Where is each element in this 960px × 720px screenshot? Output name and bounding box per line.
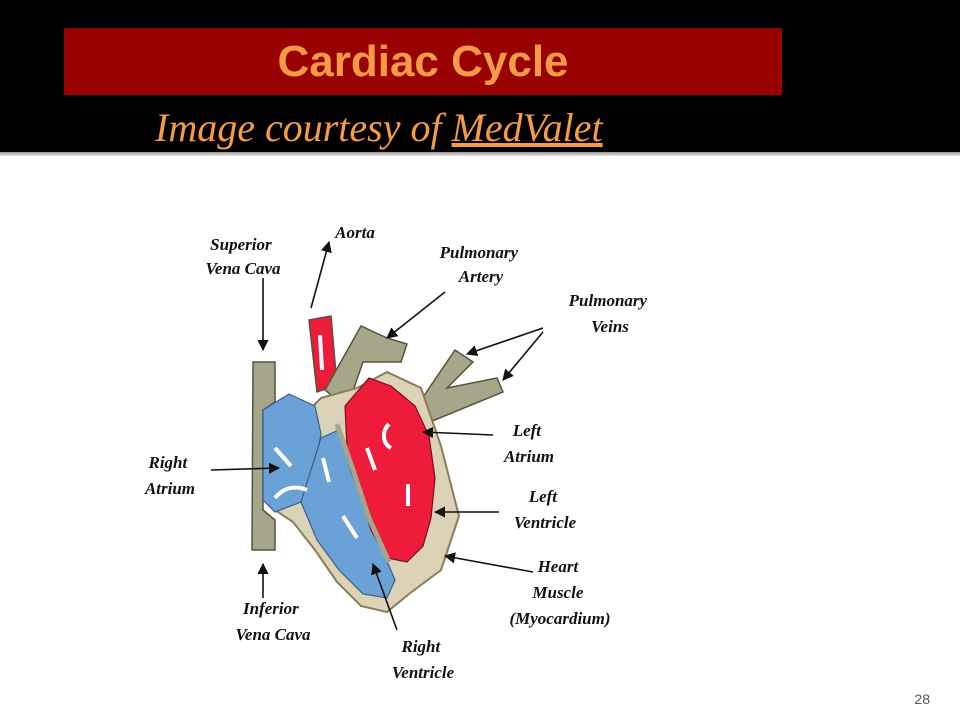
image-credit-prefix: Image courtesy of: [155, 105, 452, 150]
flow-arrow: [382, 422, 393, 450]
label-left-atrium: Left Atrium: [503, 421, 554, 466]
vena-cava-shape: [251, 361, 276, 551]
pointer-pulmonary-artery: [386, 291, 446, 339]
label-aorta: Aorta: [334, 223, 375, 242]
flow-arrow: [273, 485, 308, 500]
flow-arrow: [273, 446, 293, 468]
pulmonary-veins-shape: [416, 348, 504, 425]
flow-arrow: [321, 457, 331, 483]
pointer-right-ventricle: [371, 562, 398, 631]
header-divider: [0, 152, 960, 156]
flow-arrow: [365, 447, 377, 471]
image-credit: Image courtesy of MedValet: [155, 104, 603, 151]
label-line: Left: [528, 487, 559, 506]
label-left-ventricle: Left Ventricle: [514, 487, 577, 532]
label-pulmonary-veins: Pulmonary Veins: [568, 291, 652, 336]
label-line: Atrium: [144, 479, 195, 498]
pointer-lines: [210, 240, 544, 631]
septum-shape: [334, 423, 392, 564]
flow-arrow: [341, 514, 359, 540]
label-line: Ventricle: [514, 513, 577, 532]
label-line: Artery: [458, 267, 504, 286]
label-line: Pulmonary: [439, 243, 519, 262]
label-line: Muscle: [531, 583, 583, 602]
label-line: Veins: [591, 317, 629, 336]
diagram-labels: Superior Vena Cava Aorta Pulmonary Arter…: [144, 223, 652, 682]
label-pulmonary-artery: Pulmonary Artery: [439, 243, 523, 286]
label-line: Vena Cava: [235, 625, 311, 644]
heart-diagram: Superior Vena Cava Aorta Pulmonary Arter…: [144, 223, 652, 682]
label-inferior-vena-cava: Inferior Vena Cava: [235, 599, 311, 644]
label-line: Right: [401, 637, 442, 656]
label-heart-muscle: Heart Muscle (Myocardium): [509, 557, 610, 628]
label-right-atrium: Right Atrium: [144, 453, 195, 498]
pointer-pulmonary-veins-a: [465, 327, 544, 357]
label-line: Inferior: [242, 599, 299, 618]
label-line: Superior: [210, 235, 272, 254]
medvalet-link[interactable]: MedValet: [451, 105, 603, 150]
pointer-aorta: [310, 240, 332, 309]
pointer-left-atrium: [421, 426, 494, 439]
label-superior-vena-cava: Superior Vena Cava: [205, 235, 281, 278]
heart-illustration: [251, 315, 504, 614]
label-line: Pulmonary: [568, 291, 648, 310]
label-line: Vena Cava: [205, 259, 281, 278]
label-line: (Myocardium): [509, 609, 610, 628]
slide-number: 28: [914, 691, 930, 707]
pointer-pulmonary-veins-b: [502, 331, 544, 381]
label-line: Atrium: [503, 447, 554, 466]
label-line: Left: [512, 421, 543, 440]
label-line: Ventricle: [392, 663, 455, 682]
aorta-flow-arrow: [318, 334, 324, 371]
label-line: Right: [148, 453, 189, 472]
pointer-heart-muscle: [443, 552, 534, 573]
title-banner: Cardiac Cycle: [64, 28, 782, 95]
label-right-ventricle: Right Ventricle: [392, 637, 455, 682]
pointer-right-atrium: [210, 462, 281, 474]
slide-title: Cardiac Cycle: [277, 36, 569, 86]
label-line: Heart: [537, 557, 580, 576]
